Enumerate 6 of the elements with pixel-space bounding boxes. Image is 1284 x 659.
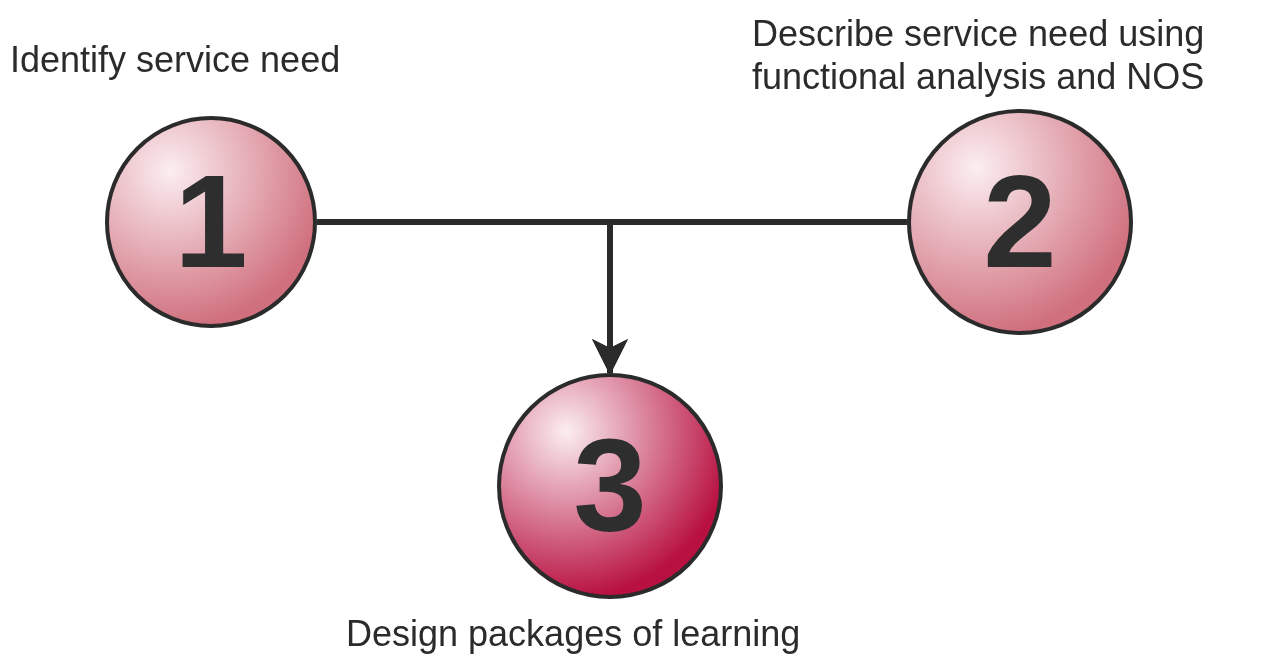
step-number: 1 — [174, 156, 248, 288]
step-number: 2 — [983, 156, 1057, 288]
step-caption: Identify service need — [10, 38, 342, 82]
step-caption: Design packages of learning — [346, 612, 802, 656]
step-caption: Describe service need using functional analysis and NOS — [752, 12, 1206, 99]
step-number: 3 — [573, 420, 647, 552]
